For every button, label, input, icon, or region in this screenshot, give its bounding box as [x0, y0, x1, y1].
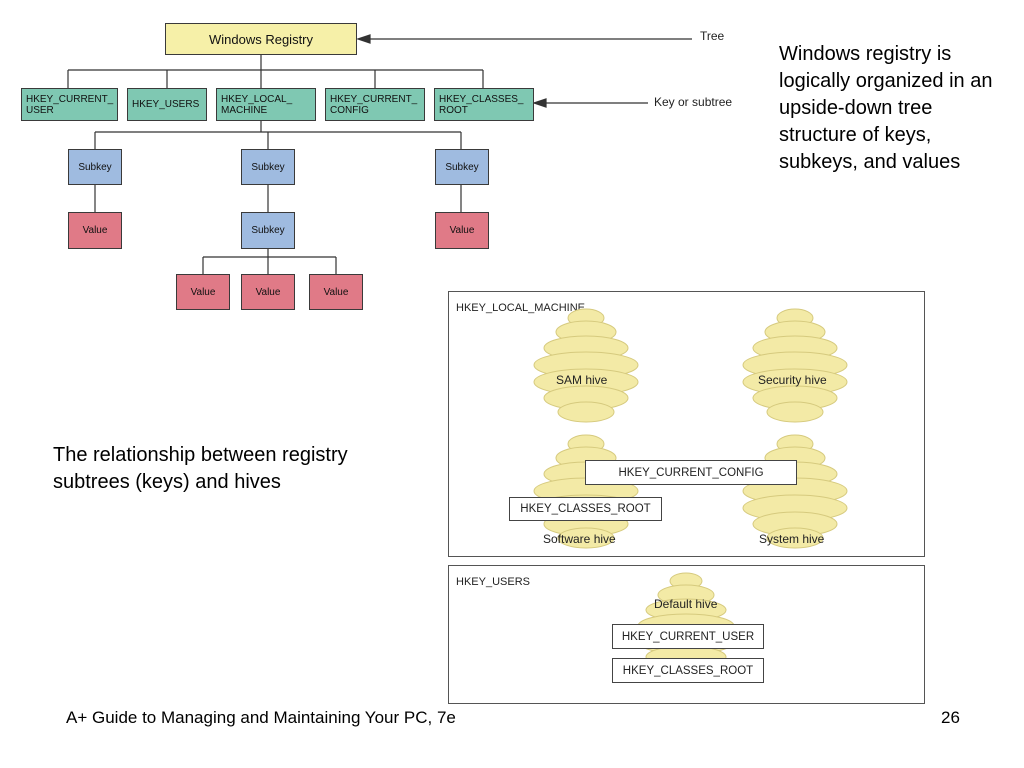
- hives-description-text: The relationship between registry subtre…: [53, 444, 348, 493]
- root-label: Windows Registry: [208, 31, 314, 47]
- hkey-current-user-tag: HKEY_CURRENT_USER: [612, 624, 764, 649]
- key-hkey-users: HKEY_USERS: [127, 88, 207, 121]
- key-label-line2: USER: [26, 104, 54, 116]
- subkey-label: Subkey: [78, 161, 112, 173]
- tree-description-text: Windows registry is logically organized …: [779, 43, 993, 173]
- page-number: 26: [941, 708, 960, 727]
- key-label-line1: HKEY_CURRENT_: [330, 93, 418, 105]
- subkey-label: Subkey: [251, 161, 285, 173]
- key-label-line2: CONFIG: [330, 104, 369, 116]
- key-label-line1: HKEY_LOCAL_: [221, 93, 293, 105]
- annotation-arrows: [356, 34, 692, 108]
- hkey-classes-root-tag: HKEY_CLASSES_ROOT: [509, 497, 662, 521]
- key-label-line2: ROOT: [439, 104, 468, 116]
- sam-hive-icon: [533, 308, 639, 423]
- system-hive-label: System hive: [759, 532, 825, 546]
- tree-connectors: [67, 54, 484, 274]
- subkey-left: Subkey: [68, 149, 122, 185]
- sam-hive-label: SAM hive: [556, 373, 608, 387]
- key-label-line2: MACHINE: [221, 104, 268, 116]
- registry-tree-diagram: [67, 34, 692, 274]
- software-hive-label: Software hive: [543, 532, 616, 546]
- key-hkey-local-machine: HKEY_LOCAL_ MACHINE: [216, 88, 316, 121]
- security-hive-label: Security hive: [758, 373, 827, 387]
- subkey-label: Subkey: [445, 161, 479, 173]
- value-label: Value: [82, 225, 108, 236]
- key-or-subtree-annotation: Key or subtree: [654, 95, 733, 109]
- panel-title: HKEY_USERS: [456, 576, 530, 588]
- footer-book-title: A+ Guide to Managing and Maintaining You…: [66, 708, 456, 727]
- value-nested-1: Value: [176, 274, 230, 310]
- value-nested-2: Value: [241, 274, 295, 310]
- subkey-middle: Subkey: [241, 149, 295, 185]
- panel-title: HKEY_LOCAL_MACHINE: [456, 302, 585, 314]
- value-label: Value: [190, 286, 216, 298]
- windows-registry-root: Windows Registry: [165, 23, 357, 55]
- key-hkey-current-config: HKEY_CURRENT_ CONFIG: [325, 88, 425, 121]
- key-label-line1: HKEY_USERS: [132, 99, 200, 110]
- subkey-label: Subkey: [251, 225, 285, 236]
- value-right: Value: [435, 212, 489, 249]
- security-hive-icon: [742, 308, 848, 423]
- hkey-current-config-tag: HKEY_CURRENT_CONFIG: [585, 460, 797, 485]
- subkey-nested: Subkey: [241, 212, 295, 249]
- key-label-line1: HKEY_CURRENT_: [26, 93, 114, 105]
- key-hkey-classes-root: HKEY_CLASSES_ ROOT: [434, 88, 534, 121]
- value-label: Value: [449, 225, 475, 236]
- subkey-right: Subkey: [435, 149, 489, 185]
- default-hive-label: Default hive: [654, 597, 718, 611]
- hkey-classes-root-users-tag: HKEY_CLASSES_ROOT: [612, 658, 764, 683]
- value-label: Value: [255, 286, 281, 298]
- value-nested-3: Value: [309, 274, 363, 310]
- key-hkey-current-user: HKEY_CURRENT_ USER: [21, 88, 118, 121]
- value-left: Value: [68, 212, 122, 249]
- value-label: Value: [323, 286, 349, 298]
- key-label-line1: HKEY_CLASSES_: [439, 93, 524, 105]
- tree-annotation: Tree: [700, 29, 725, 43]
